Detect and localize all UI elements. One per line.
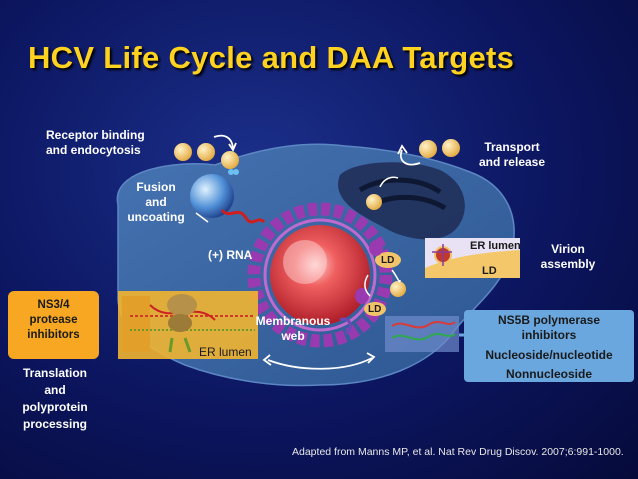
virion	[221, 151, 239, 169]
ns5b-target-box	[464, 310, 634, 382]
virion	[174, 143, 192, 161]
flow-arrow	[364, 274, 371, 297]
virion	[442, 139, 460, 157]
replication-zone	[385, 316, 459, 352]
rna-strand	[220, 208, 266, 224]
ld-top-label: LD	[381, 255, 395, 266]
fusion-label: Fusion and uncoating	[127, 180, 185, 224]
endosome	[190, 174, 234, 218]
virion-assembly-label: Virion assembly	[540, 242, 596, 271]
translation-label: Translation and polyprotein processing	[22, 366, 88, 431]
virion	[390, 281, 406, 297]
golgi-region	[338, 162, 465, 240]
ns5b-nucleoside-label: Nucleoside/nucleotide	[485, 348, 613, 362]
ns5b-target-label: NS5B polymerase inhibitors	[497, 313, 601, 342]
endoplasmic-reticulum	[247, 202, 393, 348]
ld-low-label: LD	[368, 304, 382, 315]
slide-title: HCV Life Cycle and DAA Targets	[28, 40, 515, 75]
virion	[419, 140, 437, 158]
membranous-web-label: Membranous web	[255, 314, 331, 343]
receptor-binding-label: Receptor binding and endocytosis	[46, 128, 145, 157]
ns34-target-label: NS3/4 protease inhibitors	[27, 299, 80, 341]
ns34-target-box	[8, 291, 99, 359]
flow-arrow	[267, 357, 373, 370]
transport-label: Transport and release	[478, 140, 546, 169]
ribosome	[167, 294, 197, 316]
er-lumen-bottom-label: ER lumen	[199, 345, 252, 359]
er-lumen-top-label: ER lumen	[470, 240, 521, 252]
virion	[197, 143, 215, 161]
lipid-droplet	[364, 302, 386, 316]
citation: Adapted from Manns MP, et al. Nat Rev Dr…	[292, 446, 624, 458]
lipid-droplet	[375, 252, 401, 268]
ns5b-nonnucleoside-label: Nonnucleoside	[505, 367, 592, 381]
rna-label: (+) RNA	[208, 248, 253, 262]
virion	[366, 194, 382, 210]
flow-arrow	[391, 269, 401, 283]
ld-panel-label: LD	[482, 265, 497, 277]
nucleus	[270, 225, 370, 325]
